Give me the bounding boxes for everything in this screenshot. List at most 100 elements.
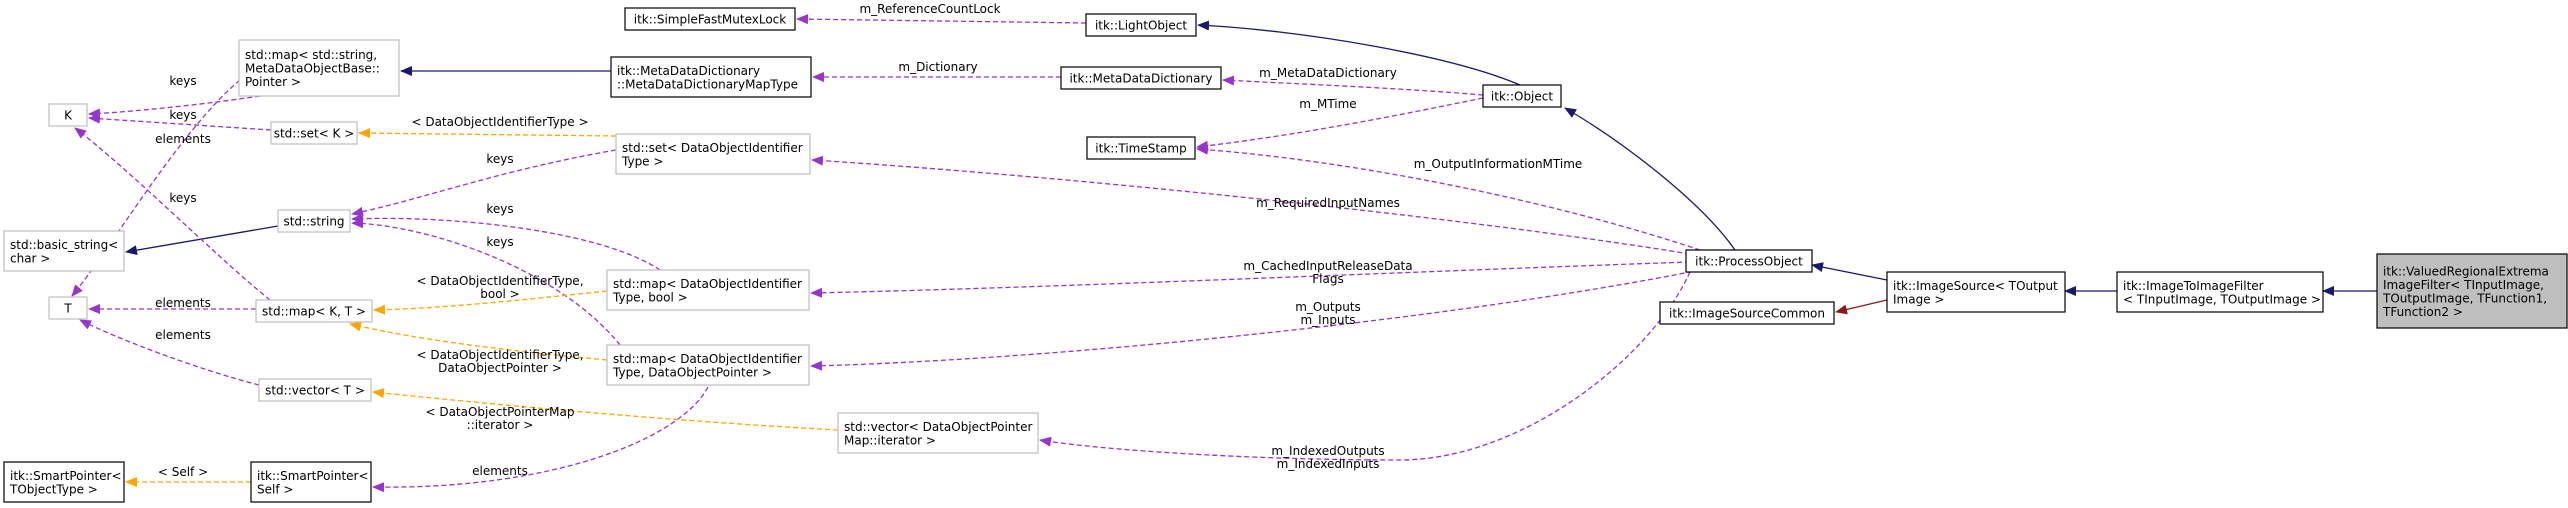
edge-label-l_doit: < DataObjectIdentifierType > — [411, 115, 588, 129]
edge-string-to-mapDOIptr — [351, 218, 621, 346]
node-label-line: itk::SmartPointer< — [10, 469, 122, 483]
node-label-line: Self > — [257, 482, 293, 496]
node-label-line: itk::Object — [1491, 90, 1553, 104]
edge-lightobj-to-object — [1197, 20, 1521, 86]
node-box — [3, 230, 125, 272]
node-label-line: itk::ImageSource< TOutput — [1893, 279, 2058, 293]
node-label-line: Type > — [621, 154, 663, 168]
node-vecT[interactable]: std::vector< T > — [258, 378, 372, 402]
edge-string-to-basicstr — [125, 225, 279, 256]
node-label-line: std::map< K, T > — [262, 305, 366, 319]
edge-label-l_indexed: m_IndexedOutputs — [1271, 444, 1384, 458]
node-label-line: Image > — [1893, 292, 1944, 306]
edge-setK-to-setDOI — [358, 128, 617, 139]
edge-procobj-to-imgsrc — [1811, 262, 1888, 281]
node-mapKT[interactable]: std::map< K, T > — [255, 299, 373, 323]
node-label-line: std::map< DataObjectIdentifier — [613, 277, 802, 291]
node-label-line: itk::MetaDataDictionary — [1069, 72, 1212, 86]
node-label-line: itk::SmartPointer< — [257, 469, 369, 483]
node-setDOI[interactable]: std::set< DataObjectIdentifierType > — [615, 133, 811, 175]
node-label-line: std::string — [283, 215, 344, 229]
node-label-line: < TInputImage, TOutputImage > — [2123, 292, 2321, 306]
node-box — [610, 56, 812, 98]
node-string[interactable]: std::string — [277, 209, 351, 233]
node-label-line: TFunction2 > — [2382, 305, 2463, 319]
node-spT[interactable]: itk::SmartPointer<TObjectType > — [3, 461, 125, 503]
node-i2i[interactable]: itk::ImageToImageFilter< TInputImage, TO… — [2116, 271, 2324, 313]
node-lightobj[interactable]: itk::LightObject — [1085, 13, 1197, 37]
edge-spSelf-to-mapDOIptr — [372, 386, 709, 493]
node-box — [837, 412, 1039, 454]
edge-label-l_cached: Flags — [1312, 272, 1343, 286]
node-imgsrc[interactable]: itk::ImageSource< TOutputImage > — [1886, 271, 2066, 313]
edge-label-l_doit_bool: bool > — [480, 287, 520, 301]
node-box — [2116, 271, 2324, 313]
node-mapDOIbool[interactable]: std::map< DataObjectIdentifierType, bool… — [606, 269, 810, 311]
edge-label-l_elements_vecT: elements — [155, 328, 211, 342]
edge-string-to-mapDOIbool — [351, 213, 661, 271]
edge-label-l_outputs: m_Inputs — [1300, 313, 1355, 327]
edge-isc-to-imgsrc — [1835, 299, 1888, 315]
edge-label-l_keys_setDOI: keys — [486, 152, 513, 166]
node-box — [258, 378, 372, 402]
node-label-line: itk::ValuedRegionalExtrema — [2383, 264, 2549, 278]
edge-mdd-to-object — [1222, 75, 1484, 96]
node-box — [255, 299, 373, 323]
node-box — [1086, 136, 1196, 160]
node-box — [1659, 301, 1835, 325]
node-object[interactable]: itk::Object — [1482, 84, 1562, 108]
edge-object-to-procobj — [1564, 107, 1736, 251]
node-label-line: T — [63, 302, 72, 316]
edge-label-l_elements_spSelf: elements — [472, 464, 528, 478]
node-label-line: Map::iterator > — [844, 433, 936, 447]
node-box — [48, 103, 88, 127]
node-timestamp[interactable]: itk::TimeStamp — [1086, 136, 1196, 160]
edge-sfml-to-lightobj — [796, 14, 1087, 25]
node-box — [1482, 84, 1562, 108]
node-vecDOPM[interactable]: std::vector< DataObjectPointerMap::itera… — [837, 412, 1039, 454]
node-box — [238, 39, 400, 97]
node-K[interactable]: K — [48, 103, 88, 127]
node-mapDOIptr[interactable]: std::map< DataObjectIdentifierType, Data… — [606, 344, 810, 386]
edge-timestamp-to-procobj — [1196, 144, 1701, 251]
node-procobj[interactable]: itk::ProcessObject — [1685, 249, 1813, 273]
node-mapstr[interactable]: std::map< std::string,MetaDataObjectBase… — [238, 39, 400, 97]
edge-K-to-mapstr — [88, 95, 261, 119]
edge-vecDOPM-to-procobj — [1039, 271, 1691, 461]
edge-label-l_keys_ptr: keys — [486, 235, 513, 249]
node-label-line: std::map< DataObjectIdentifier — [613, 352, 802, 366]
node-T[interactable]: T — [48, 296, 88, 320]
edge-mapDOIbool-to-procobj — [810, 261, 1691, 298]
node-isc[interactable]: itk::ImageSourceCommon — [1659, 301, 1835, 325]
node-label-line: TObjectType > — [9, 482, 98, 496]
node-label-line: Type, bool > — [612, 290, 688, 304]
node-basicstr[interactable]: std::basic_string<char > — [3, 230, 125, 272]
node-box — [606, 344, 810, 386]
node-label-line: ::MetaDataDictionaryMapType — [617, 77, 798, 91]
node-box — [270, 121, 358, 145]
node-mddmap[interactable]: itk::MetaDataDictionary::MetaDataDiction… — [610, 56, 812, 98]
edge-K-to-setK — [88, 113, 272, 131]
edge-label-l_outinfo: m_OutputInformationMTime — [1414, 157, 1583, 171]
node-label-line: MetaDataObjectBase:: — [245, 62, 380, 76]
edge-vecT-to-vecDOPM — [372, 388, 839, 431]
node-box — [606, 269, 810, 311]
node-spSelf[interactable]: itk::SmartPointer<Self > — [250, 461, 372, 503]
node-box — [48, 296, 88, 320]
node-setK[interactable]: std::set< K > — [270, 121, 358, 145]
edge-label-l_keys_mapKT: keys — [169, 191, 196, 205]
edge-label-l_keys_mapstr: keys — [169, 74, 196, 88]
node-label-line: Pointer > — [245, 75, 301, 89]
node-label-line: itk::SimpleFastMutexLock — [634, 13, 787, 27]
edge-label-l_dict: m_Dictionary — [898, 60, 977, 74]
node-box — [624, 7, 796, 31]
edge-label-l_keys_setK: keys — [169, 108, 196, 122]
edge-timestamp-to-object — [1196, 97, 1484, 151]
node-mdd[interactable]: itk::MetaDataDictionary — [1060, 66, 1222, 90]
edge-label-l_mtime: m_MTime — [1299, 97, 1356, 111]
node-box — [615, 133, 811, 175]
node-box — [1685, 249, 1813, 273]
node-sfml[interactable]: itk::SimpleFastMutexLock — [624, 7, 796, 31]
